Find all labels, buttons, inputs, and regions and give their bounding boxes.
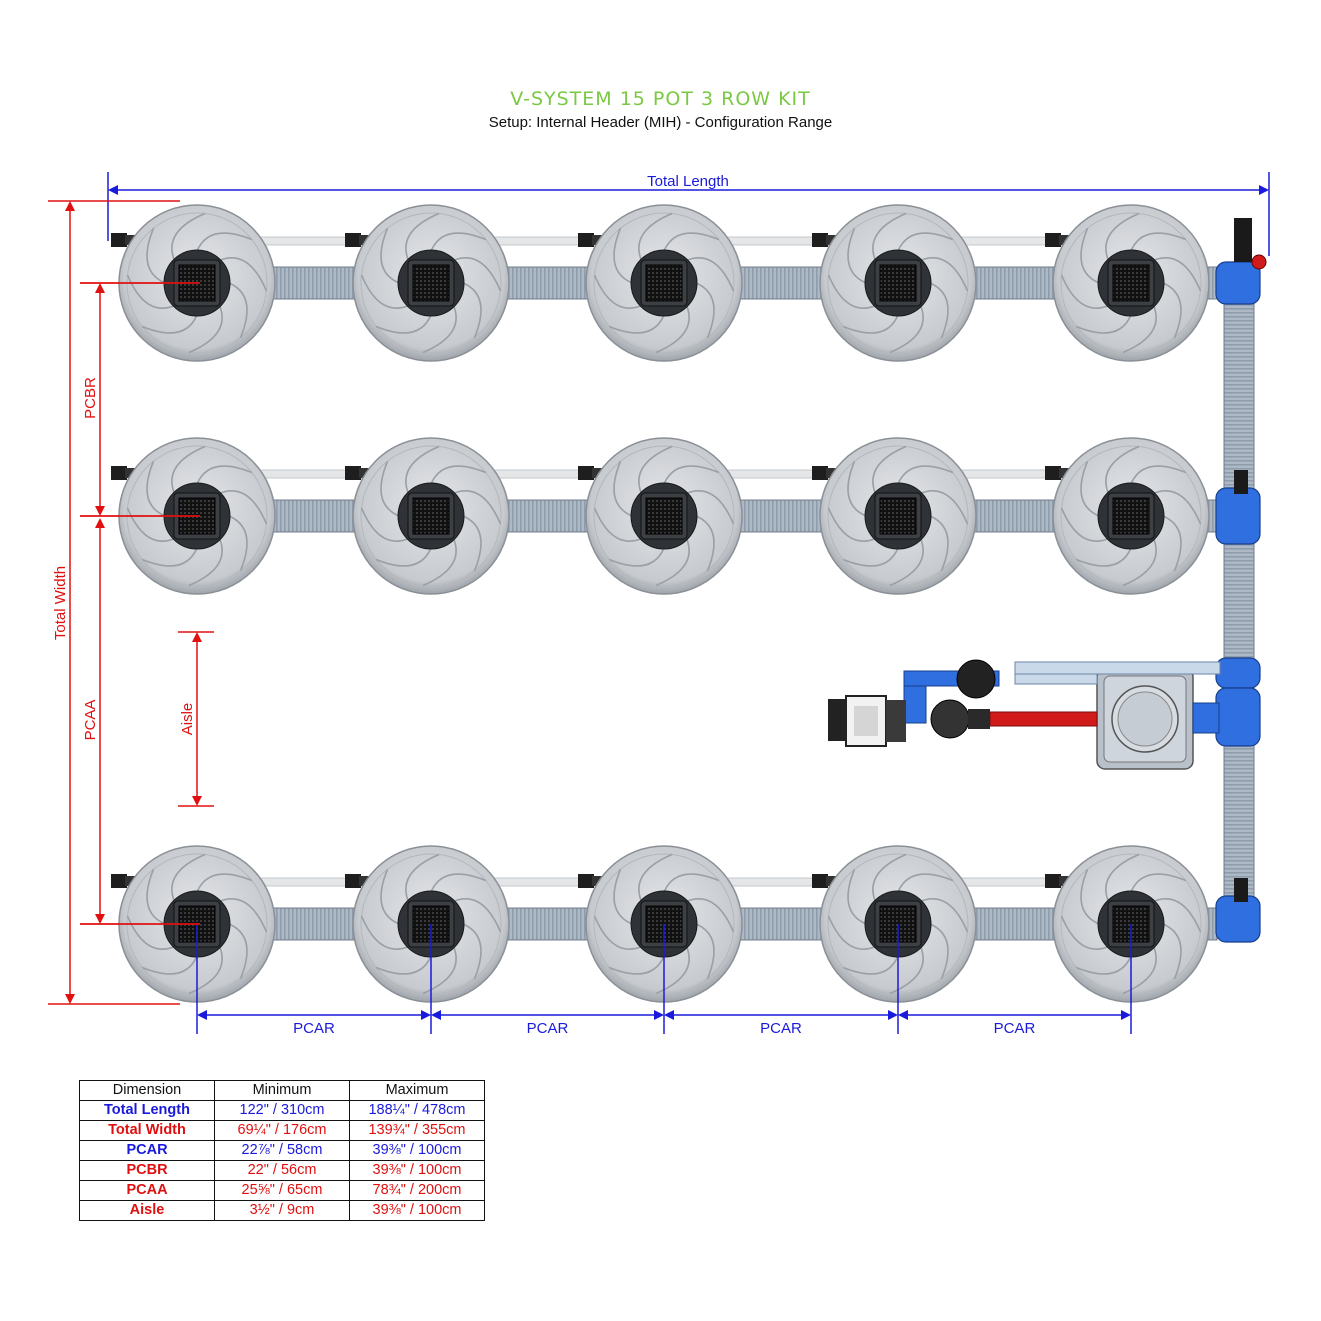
pcar-segment	[898, 1010, 1131, 1020]
pot-grid	[111, 204, 1210, 1003]
table-cell-min: 69¼" / 176cm	[214, 1120, 350, 1141]
table-cell-max: 39⅜" / 100cm	[349, 1200, 485, 1221]
pot	[812, 204, 977, 362]
header-pipe	[1223, 282, 1255, 925]
table-cell-min: 122" / 310cm	[214, 1100, 350, 1121]
total-length-dimension	[107, 172, 1270, 256]
feed-line-red	[989, 711, 1098, 727]
pcar-label: PCAR	[527, 1020, 569, 1037]
drain-valve-icon	[1251, 254, 1267, 270]
page-title: V-SYSTEM 15 POT 3 ROW KIT	[510, 88, 811, 110]
pot	[812, 437, 977, 595]
header-tee-cap	[1234, 878, 1248, 902]
header-fitting	[1215, 487, 1261, 545]
pcar-segment	[664, 1010, 898, 1020]
aisle-dimension	[178, 631, 214, 807]
header-end-cap	[1234, 218, 1252, 262]
table-header-row: Dimension Minimum Maximum	[79, 1080, 485, 1101]
total-length-label: Total Length	[647, 173, 729, 190]
table-header: Maximum	[349, 1080, 485, 1101]
return-line-riser	[1014, 661, 1221, 675]
table-cell-min: 3½" / 9cm	[214, 1200, 350, 1221]
table-cell-name: Total Length	[79, 1100, 215, 1121]
pot	[1045, 845, 1210, 1003]
total-width-label: Total Width	[52, 566, 69, 640]
table-cell-max: 139¾" / 355cm	[349, 1120, 485, 1141]
pcar-label: PCAR	[994, 1020, 1036, 1037]
table-cell-max: 188¼" / 478cm	[349, 1100, 485, 1121]
pot	[345, 437, 510, 595]
table-cell-name: Total Width	[79, 1120, 215, 1141]
pcar-dimension: PCAR PCAR PCAR PCAR	[196, 924, 1132, 1037]
total-width-dimension	[48, 200, 180, 1005]
pot	[812, 845, 977, 1003]
page-subtitle: Setup: Internal Header (MIH) - Configura…	[488, 114, 833, 131]
header-fitting	[1215, 657, 1261, 689]
table-cell-name: PCAR	[79, 1140, 215, 1161]
pot	[1045, 204, 1210, 362]
pump-and-tank-equipment	[828, 659, 1221, 770]
table-header: Minimum	[214, 1080, 350, 1101]
pot	[578, 204, 743, 362]
table-cell-max: 78¾" / 200cm	[349, 1180, 485, 1201]
pot	[345, 845, 510, 1003]
table-cell-name: Aisle	[79, 1200, 215, 1221]
table-cell-max: 39⅜" / 100cm	[349, 1160, 485, 1181]
table-cell-min: 22" / 56cm	[214, 1160, 350, 1181]
header-fitting	[1215, 261, 1261, 305]
table-cell-name: PCAA	[79, 1180, 215, 1201]
pump	[828, 659, 1000, 747]
table-cell-name: PCBR	[79, 1160, 215, 1181]
pcaa-label: PCAA	[82, 700, 99, 741]
dimension-lines: Total Length Total Width PCBR PCAA	[48, 172, 1270, 1037]
table-cell-min: 22⅞" / 58cm	[214, 1140, 350, 1161]
pot	[578, 437, 743, 595]
header-fitting	[1215, 895, 1261, 943]
pcar-label: PCAR	[760, 1020, 802, 1037]
pot	[345, 204, 510, 362]
pcar-segment	[197, 1010, 431, 1020]
reservoir-tank	[1096, 668, 1220, 770]
table-header: Dimension	[79, 1080, 215, 1101]
pcbr-label: PCBR	[82, 377, 99, 419]
pot	[578, 845, 743, 1003]
header-fitting	[1215, 687, 1261, 747]
table-cell-min: 25⅝" / 65cm	[214, 1180, 350, 1201]
aisle-label: Aisle	[179, 703, 196, 736]
header-tee-cap	[1234, 470, 1248, 494]
pcar-label: PCAR	[293, 1020, 335, 1037]
pcar-segment	[431, 1010, 664, 1020]
table-cell-max: 39⅜" / 100cm	[349, 1140, 485, 1161]
pot	[1045, 437, 1210, 595]
